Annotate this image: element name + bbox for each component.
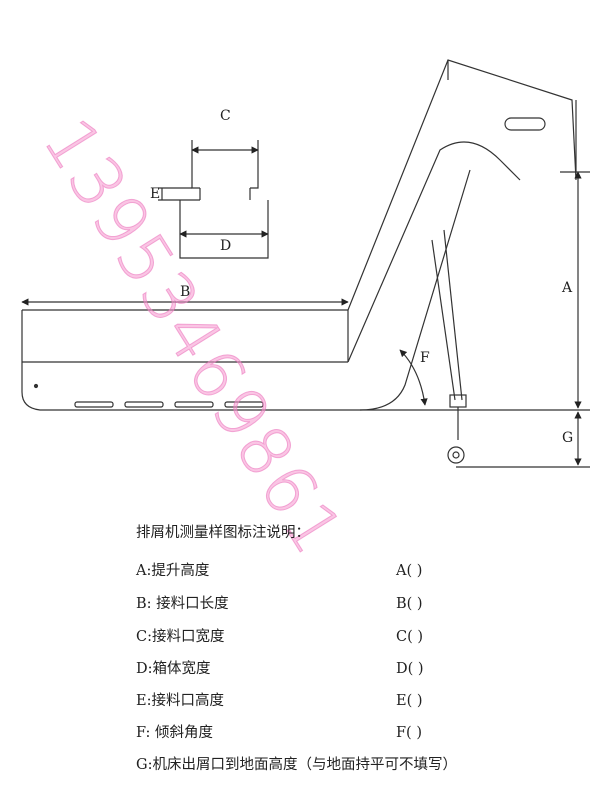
legend-field[interactable]: A( ) bbox=[396, 563, 423, 579]
label-g: G bbox=[562, 430, 573, 446]
legend-desc: B: 接料口长度 bbox=[136, 596, 229, 612]
legend-field[interactable]: B( ) bbox=[396, 596, 423, 612]
label-f: F bbox=[420, 350, 430, 366]
conveyor-trough-top bbox=[22, 309, 349, 362]
receiving-port-outline bbox=[191, 140, 259, 189]
legend-desc: C:接料口宽度 bbox=[136, 629, 225, 645]
label-b: B bbox=[180, 284, 190, 300]
trough-slot-4 bbox=[224, 401, 264, 408]
legend-row-g: G:机床出屑口到地面高度（与地面持平可不填写） bbox=[136, 758, 576, 778]
trough-slot-2 bbox=[124, 401, 164, 408]
legend-desc: D:箱体宽度 bbox=[136, 661, 211, 677]
legend-row-f: F: 倾斜角度 F( ) bbox=[136, 726, 576, 746]
incline-outer bbox=[347, 59, 577, 311]
support-leg-1 bbox=[431, 239, 456, 401]
legend-field[interactable]: D( ) bbox=[396, 661, 424, 677]
dim-f-arc bbox=[399, 349, 428, 406]
trough-slot-3 bbox=[174, 401, 214, 408]
legend-field[interactable]: E( ) bbox=[396, 693, 423, 709]
receiving-port-body bbox=[179, 200, 269, 259]
legend-row-d: D:箱体宽度 D( ) bbox=[136, 662, 576, 682]
legend-row-a: A:提升高度 A( ) bbox=[136, 564, 576, 584]
incline-inner bbox=[347, 141, 521, 363]
legend-field[interactable]: F( ) bbox=[396, 725, 422, 741]
caster-hub bbox=[452, 451, 460, 459]
support-leg-2 bbox=[443, 229, 463, 401]
head-slot bbox=[504, 117, 546, 131]
label-a: A bbox=[561, 280, 573, 296]
caster-wheel bbox=[447, 446, 465, 464]
trough-slot-1 bbox=[74, 401, 114, 408]
legend-desc: G:机床出屑口到地面高度（与地面持平可不填写） bbox=[136, 757, 457, 773]
incline-front bbox=[359, 169, 471, 411]
label-d: D bbox=[220, 238, 231, 254]
legend-desc: F: 倾斜角度 bbox=[136, 725, 214, 741]
support-foot bbox=[449, 394, 467, 408]
conveyor-trough-bottom bbox=[21, 310, 360, 411]
legend-row-e: E:接料口高度 E( ) bbox=[136, 694, 576, 714]
legend-desc: E:接料口高度 bbox=[136, 693, 224, 709]
label-c: C bbox=[220, 108, 231, 124]
end-pivot bbox=[33, 383, 39, 389]
legend-desc: A:提升高度 bbox=[136, 563, 210, 579]
legend-row-c: C:接料口宽度 C( ) bbox=[136, 630, 576, 650]
legend-field[interactable]: C( ) bbox=[396, 629, 424, 645]
legend-row-b: B: 接料口长度 B( ) bbox=[136, 597, 576, 617]
label-e: E bbox=[150, 186, 160, 202]
legend-title: 排屑机测量样图标注说明： bbox=[136, 525, 310, 541]
